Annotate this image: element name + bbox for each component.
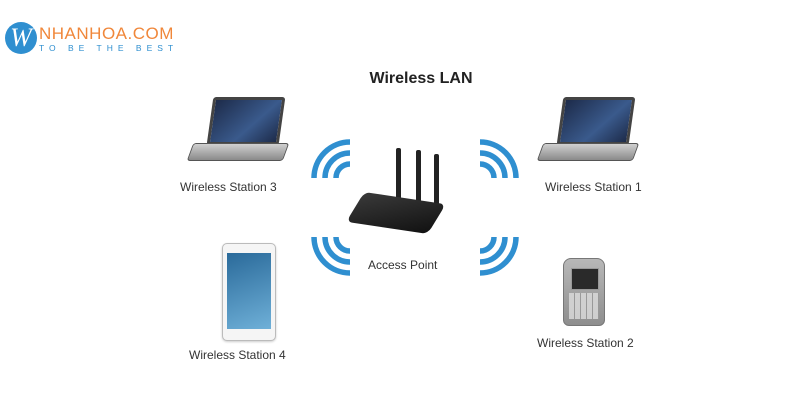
brand-logo: W NHANHOA.COM TO BE THE BEST <box>5 22 175 58</box>
smartphone-icon <box>563 258 605 326</box>
station-2-label: Wireless Station 2 <box>537 336 634 350</box>
wifi-signal-icon <box>311 236 351 276</box>
wifi-signal-icon <box>479 139 519 179</box>
logo-mark-icon: W <box>5 22 37 54</box>
tablet-icon <box>222 243 276 341</box>
diagram-title: Wireless LAN <box>369 70 473 87</box>
station-1-label: Wireless Station 1 <box>545 180 642 194</box>
wireless-router-icon <box>346 140 450 245</box>
station-4-label: Wireless Station 4 <box>189 348 286 362</box>
laptop-icon <box>186 95 290 165</box>
logo-tagline: TO BE THE BEST <box>39 43 179 53</box>
station-3-label: Wireless Station 3 <box>180 180 277 194</box>
wifi-signal-icon <box>311 139 351 179</box>
access-point-label: Access Point <box>368 258 438 272</box>
logo-name: NHANHOA.COM <box>39 24 174 43</box>
laptop-icon <box>536 95 640 165</box>
wifi-signal-icon <box>479 236 519 276</box>
